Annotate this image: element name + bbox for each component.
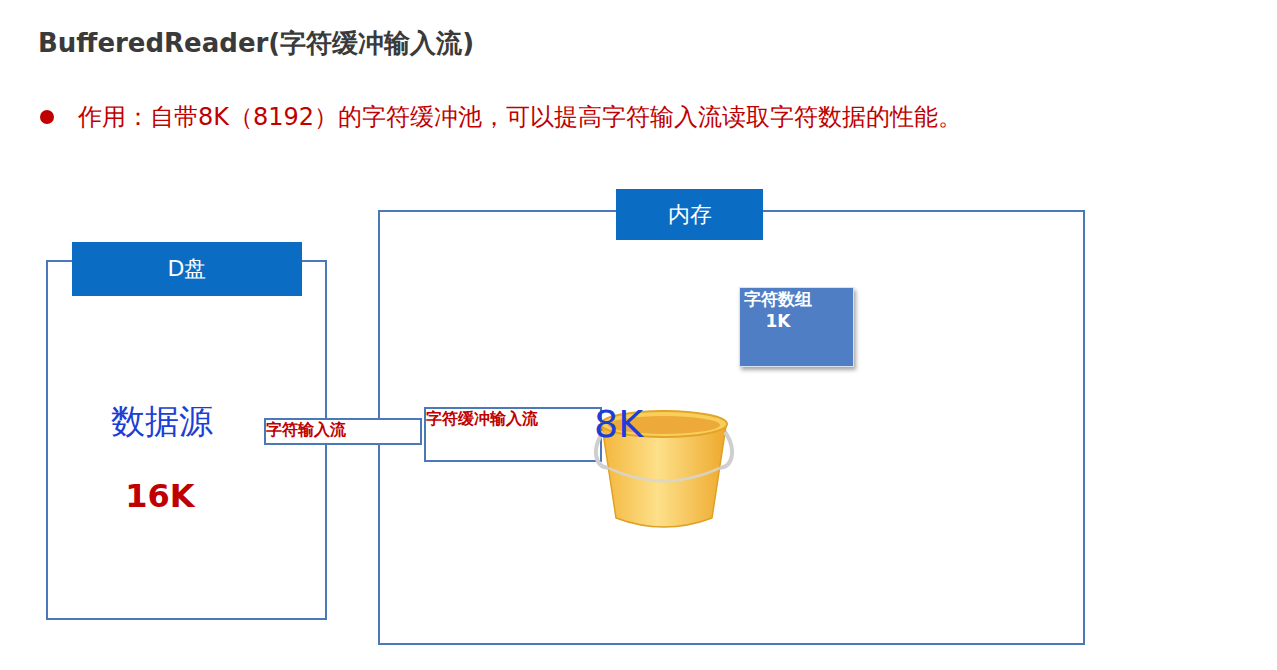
char-array-label: 字符数组 1K: [740, 288, 816, 332]
buffer-size-label: 8K: [594, 402, 643, 446]
buffer-bucket: 8K: [594, 402, 734, 532]
region-header: D盘: [72, 242, 302, 296]
buffered-stream-label: 字符缓冲输入流: [426, 409, 538, 430]
memory-region: 内存字符数组 1K字符缓冲输入流8K: [378, 210, 1085, 645]
char-array-box: 字符数组 1K: [739, 287, 854, 367]
size-label: 16K: [125, 477, 194, 515]
buffered-stream-box: 字符缓冲输入流: [424, 407, 602, 462]
bucket-handle: [608, 468, 720, 481]
data-source-label: 数据源: [111, 399, 213, 445]
stream-box: 字符输入流: [264, 418, 422, 445]
description-note: 作用：自带8K（8192）的字符缓冲池，可以提高字符输入流读取字符数据的性能。: [78, 101, 962, 133]
region-header: 内存: [616, 189, 763, 240]
page-title: BufferedReader(字符缓冲输入流): [38, 26, 474, 61]
bucket-handle: [720, 432, 732, 468]
stream-label: 字符输入流: [266, 420, 346, 441]
bullet-dot: [40, 110, 54, 124]
